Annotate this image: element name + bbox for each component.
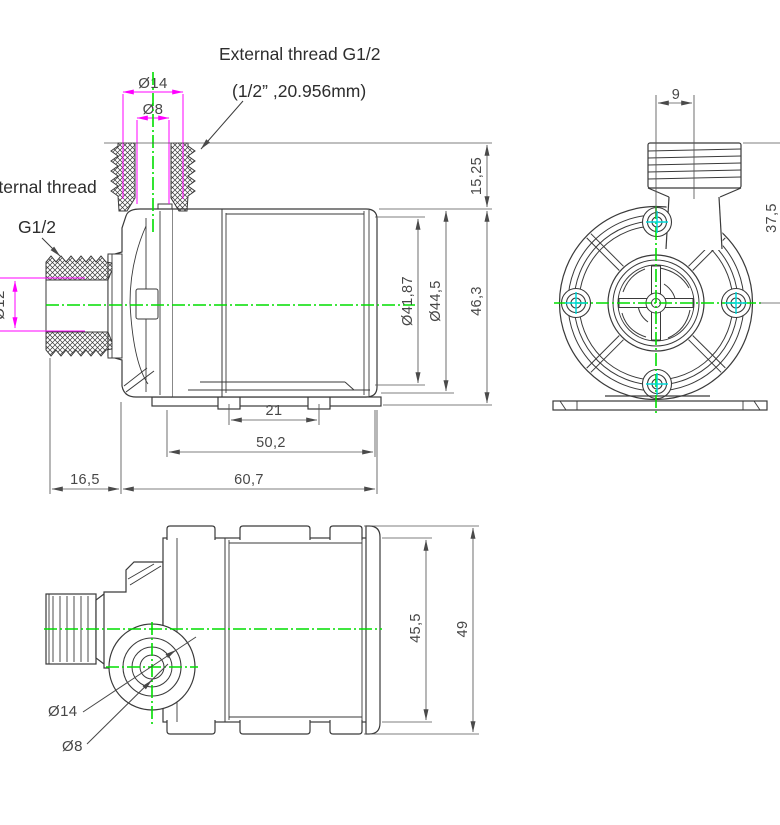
label-external-thread-top: External thread G1/2 [219, 44, 380, 64]
label-external-thread-left-size: G1/2 [18, 217, 56, 237]
impeller-hub-section [135, 288, 159, 320]
dim-total-height: 46,3 [469, 286, 485, 316]
front-outlet-thread [647, 142, 742, 198]
top-view [45, 525, 381, 735]
dim-body-width: 45,5 [408, 613, 424, 643]
dim-port-od: Ø14 [48, 703, 78, 720]
top-motor-body [162, 525, 381, 735]
top-centerlines [44, 622, 382, 724]
inlet-flange [107, 253, 123, 359]
dim-foot-spacing: 21 [266, 403, 283, 419]
dim-neck-height: 15,25 [469, 157, 485, 195]
dim-inlet-bore-clipped: Ø12 [0, 290, 8, 320]
dim-inlet-length: 16,5 [70, 472, 100, 488]
dim-body-inner-dia: Ø41,87 [400, 276, 416, 326]
dim-outlet-offset: 9 [672, 87, 680, 103]
side-dimensions [49, 142, 492, 494]
front-boss-crosshairs [565, 211, 747, 395]
leader-arrow-port-id [142, 680, 152, 690]
leader-left-thread [41, 237, 61, 257]
side-motor-body [157, 203, 378, 398]
front-dimensions [655, 95, 780, 304]
inlet-thread-hatch [45, 255, 113, 357]
callouts: External thread G1/2 (1/2” ,20.956mm) Ex… [0, 44, 380, 257]
dim-port-id: Ø8 [62, 738, 83, 755]
dim-body-outer-dia: Ø44,5 [428, 280, 444, 322]
label-external-thread-left: External thread [0, 177, 97, 197]
dim-base-length: 50,2 [256, 435, 286, 451]
top-dimensions [364, 525, 479, 735]
leader-top-thread [200, 100, 244, 150]
dim-outlet-top-to-axis: 37,5 [764, 203, 780, 233]
side-pump-head [107, 208, 172, 398]
dim-overall-length: 60,7 [234, 472, 264, 488]
label-external-thread-top-detail: (1/2” ,20.956mm) [232, 81, 366, 101]
front-outlet-neck [665, 196, 723, 250]
leader-arrow-port-od [165, 650, 176, 659]
front-view [552, 142, 768, 411]
side-magenta-dims [0, 89, 184, 332]
side-centerlines [46, 72, 415, 306]
top-port-leaders [82, 636, 197, 745]
dim-overall-width: 49 [455, 621, 471, 638]
front-base [552, 395, 768, 411]
